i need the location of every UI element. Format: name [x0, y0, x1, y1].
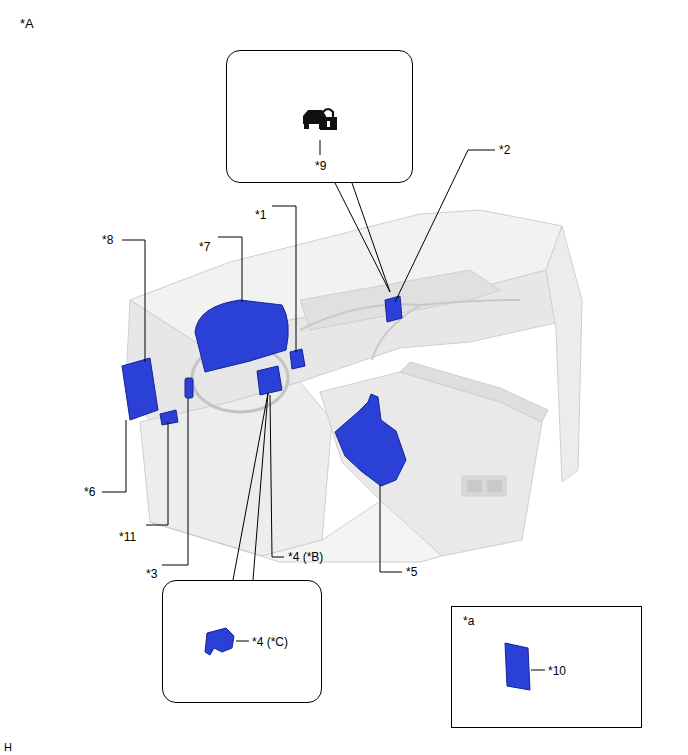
vehicle-interior-part	[487, 480, 502, 492]
leader-lines-part	[122, 240, 145, 362]
component-parts-part	[160, 410, 178, 425]
callout-number: *10	[548, 664, 566, 678]
leader-lines-part	[335, 183, 390, 292]
callout-number: *8	[102, 233, 113, 247]
vehicle-interior-part	[462, 476, 506, 496]
leader-lines-part	[102, 420, 126, 492]
variant-box: *a *10	[451, 606, 642, 728]
leader-lines-part	[320, 140, 321, 155]
callout-number: *6	[84, 485, 95, 499]
vehicle-interior-part	[140, 382, 332, 556]
inset-box: *9	[226, 50, 413, 183]
leader-lines	[102, 140, 545, 670]
component-parts-part	[185, 378, 193, 398]
component-parts-part	[257, 366, 282, 395]
leader-lines-part	[380, 485, 402, 572]
component-parts-part	[122, 358, 158, 420]
component-parts-part	[205, 628, 234, 655]
security-indicator-icon-part	[304, 124, 309, 129]
security-indicator-icon-part	[327, 121, 330, 127]
leader-lines-part	[395, 150, 495, 302]
leader-lines-part	[236, 641, 249, 642]
component-parts-part	[290, 349, 305, 369]
leader-lines-part	[531, 670, 545, 671]
vehicle-interior-part	[300, 270, 500, 330]
callout-number: H	[4, 740, 12, 754]
security-indicator-icon-part	[320, 117, 337, 130]
component-parts-part	[335, 394, 406, 486]
component-parts-part	[195, 300, 288, 372]
leader-lines-part	[162, 398, 188, 565]
callout-number: *5	[406, 565, 417, 579]
vehicle-interior-part	[420, 300, 520, 305]
vehicle-interior-part	[467, 480, 482, 492]
component-parts	[122, 296, 530, 690]
callout-number: *3	[146, 567, 157, 581]
leader-lines-part	[272, 206, 296, 352]
component-parts-part	[385, 296, 402, 322]
callout-number: *4 (*B)	[288, 550, 323, 564]
callout-number: *A	[20, 17, 34, 31]
callout-number: *7	[199, 240, 210, 254]
callout-number: *2	[499, 143, 510, 157]
security-indicator-icon-part	[323, 109, 333, 117]
callout-number: *a	[463, 614, 474, 628]
vehicle-interior	[126, 210, 582, 562]
callout-number: *1	[255, 208, 266, 222]
security-indicator-icon	[303, 109, 337, 130]
callout-number: *4 (*C)	[252, 635, 288, 649]
vehicle-interior-part	[400, 362, 548, 422]
leader-lines-part	[146, 422, 168, 525]
vehicle-interior-part	[546, 226, 582, 482]
leader-lines-part	[233, 393, 268, 580]
inset-box: *4 (*C)	[162, 580, 322, 703]
callout-number: *9	[315, 159, 326, 173]
leader-lines-part	[218, 237, 242, 302]
callout-number: *11	[119, 530, 136, 544]
component-parts-part	[505, 643, 530, 690]
leader-lines-part	[270, 395, 284, 557]
